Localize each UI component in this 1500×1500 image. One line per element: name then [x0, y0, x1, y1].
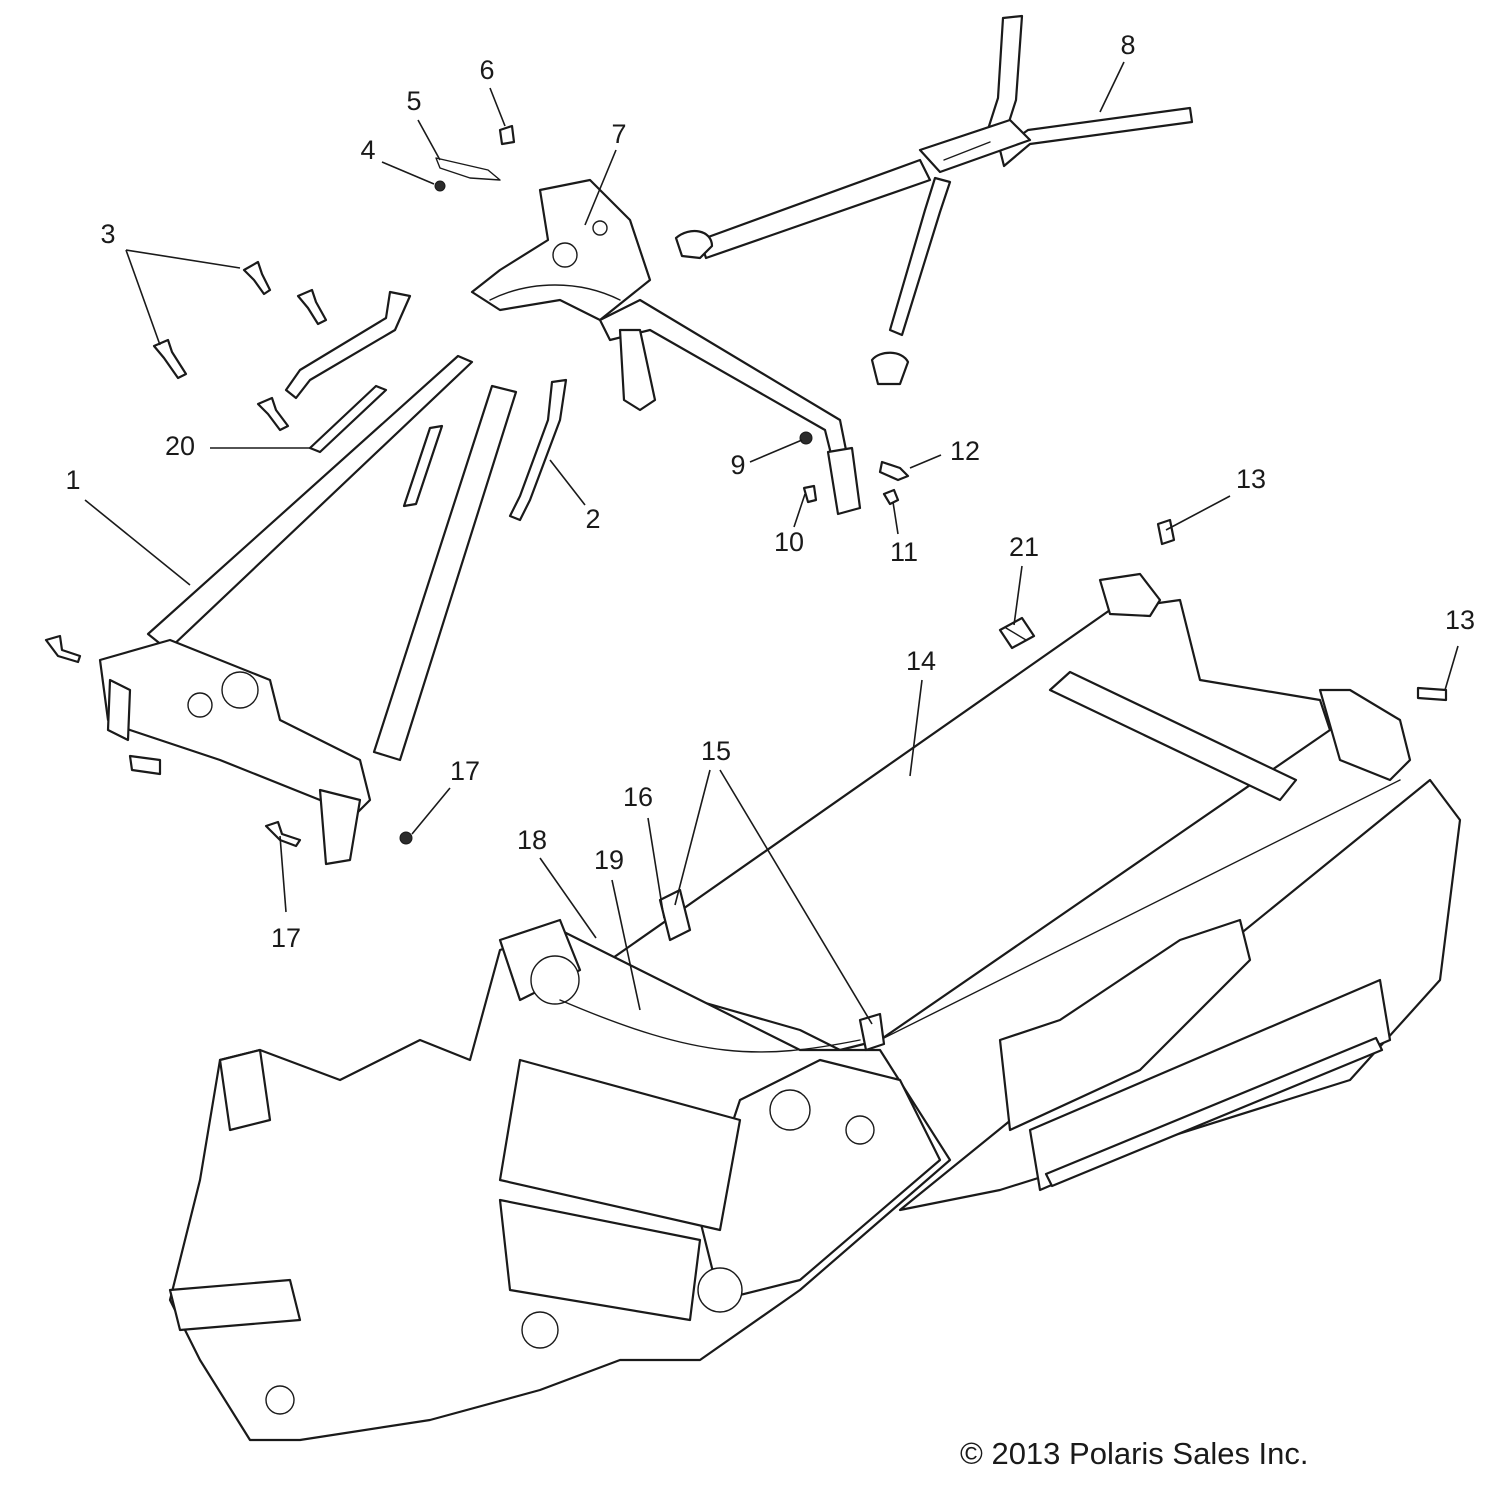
callout-21: 21 — [1009, 532, 1039, 562]
callout-1: 1 — [65, 465, 80, 495]
callout-15: 15 — [701, 736, 731, 766]
link-rod-part — [284, 290, 568, 522]
small-hardware-group — [434, 124, 516, 192]
steering-support-bracket-part — [470, 178, 862, 516]
bulkhead-chassis-part — [168, 888, 952, 1442]
copyright-notice: © 2013 Polaris Sales Inc. — [960, 1436, 1309, 1471]
callout-6: 6 — [479, 55, 494, 85]
front-frame-tube-part — [44, 354, 518, 866]
callout-3: 3 — [100, 219, 115, 249]
callout-8: 8 — [1120, 30, 1135, 60]
callout-17-right: 17 — [450, 756, 480, 786]
callout-4: 4 — [360, 135, 375, 165]
callout-13-right: 13 — [1445, 605, 1475, 635]
callout-5: 5 — [406, 86, 421, 116]
callout-20: 20 — [165, 431, 195, 461]
callout-18: 18 — [517, 825, 547, 855]
callout-2: 2 — [585, 504, 600, 534]
callout-13-upper: 13 — [1236, 464, 1266, 494]
fastener-group — [799, 431, 910, 506]
running-board-part — [898, 778, 1462, 1212]
bolt-13-part — [1156, 518, 1448, 702]
y-frame-tube-part — [674, 14, 1194, 386]
callout-10: 10 — [774, 527, 804, 557]
callout-11: 11 — [890, 537, 918, 567]
callout-17-lower: 17 — [271, 923, 301, 953]
callout-7: 7 — [611, 119, 626, 149]
bumper-21-part — [998, 616, 1036, 650]
callout-9: 9 — [730, 450, 745, 480]
callout-12: 12 — [950, 436, 980, 466]
tunnel-part — [608, 572, 1412, 1052]
bolt-part — [152, 260, 328, 432]
strip-part — [308, 384, 444, 508]
callout-14: 14 — [906, 646, 936, 676]
callout-19: 19 — [594, 845, 624, 875]
callout-16: 16 — [623, 782, 653, 812]
leader-lines — [84, 61, 1459, 1025]
